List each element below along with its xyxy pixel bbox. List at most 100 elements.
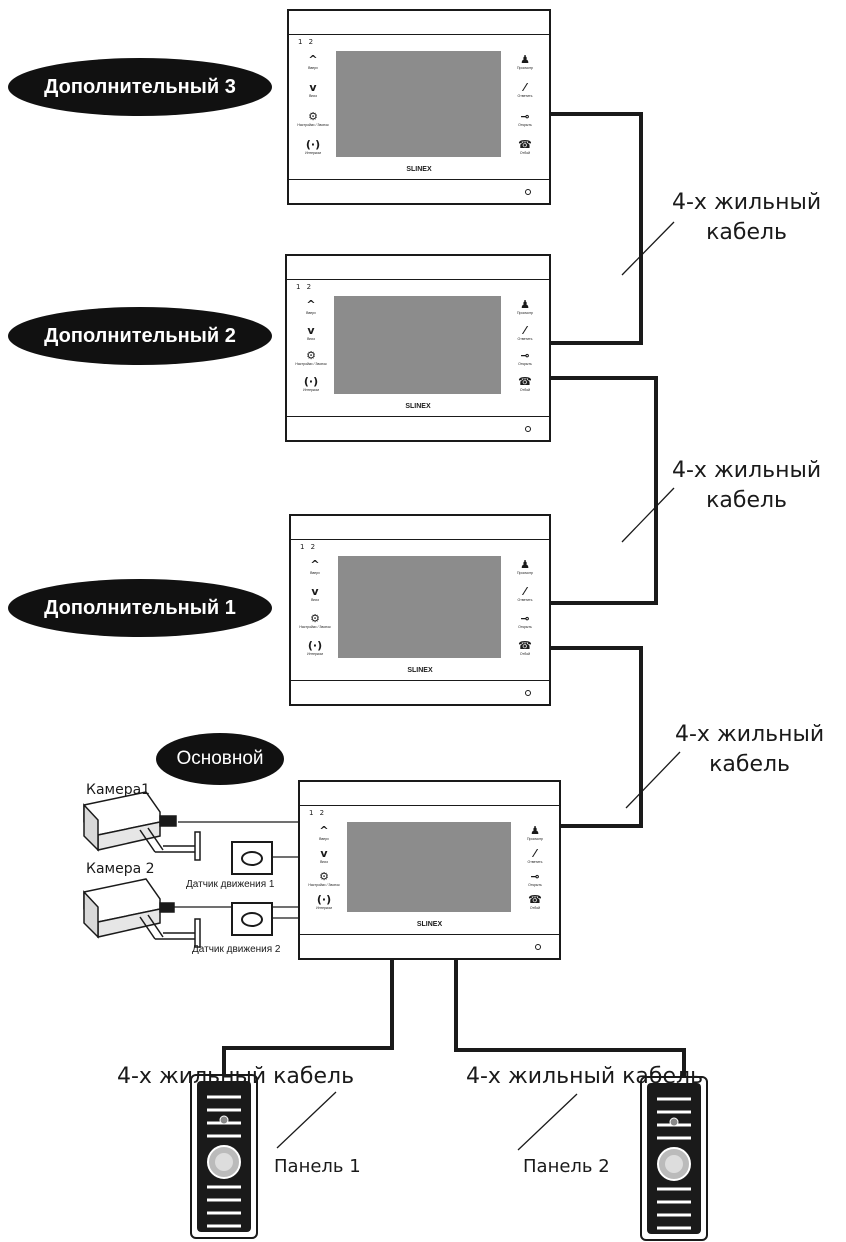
cable-pointer-2 <box>621 487 675 543</box>
answer-button[interactable]: ⁄Ответить <box>527 847 543 864</box>
badge-additional-3: Дополнительный 3 <box>8 58 272 116</box>
cable-label-line1: 4-х жильный <box>675 722 825 747</box>
person-icon: ♟ <box>520 298 530 311</box>
view-button[interactable]: ♟Просмотр <box>517 53 533 70</box>
intercom-button[interactable]: (·)Интерком <box>305 137 321 155</box>
brand-logo: SLINEX <box>407 667 433 674</box>
settings-button[interactable]: ⚙Настройки / Звонок <box>299 612 331 629</box>
panel-1-label: Панель 1 <box>274 1156 361 1177</box>
led-icon <box>525 426 531 432</box>
intercom-icon: (·) <box>307 639 323 652</box>
camera-2-label: Камера 2 <box>86 861 155 877</box>
unlock-button[interactable]: ⊸Открыть <box>518 109 532 127</box>
door-panel-2-icon <box>640 1076 708 1241</box>
brand-logo: SLINEX <box>416 921 443 928</box>
chevron-down-icon: v <box>309 81 317 95</box>
badge-additional-1: Дополнительный 1 <box>8 579 272 637</box>
brand-logo: SLINEX <box>405 403 431 410</box>
intercom-button[interactable]: (·)Интерком <box>307 639 323 656</box>
phone-icon: ☎ <box>518 639 532 652</box>
cable-label-2: 4-х жильный кабель <box>672 456 821 516</box>
wire-add1-main <box>551 646 643 828</box>
up-button[interactable]: ^Вверх <box>306 298 316 315</box>
key-icon: ⊸ <box>520 612 530 625</box>
intercom-icon: (·) <box>316 893 332 906</box>
cable-pointer-5 <box>517 1093 578 1151</box>
settings-button[interactable]: ⚙Настройки / Звонок <box>297 109 329 127</box>
door-panel-1-icon <box>190 1074 258 1239</box>
chevron-down-icon: v <box>320 847 328 860</box>
badge-main: Основной <box>156 733 284 785</box>
settings-button[interactable]: ⚙Настройки / Звонок <box>295 349 327 367</box>
phone-icon: ☎ <box>528 893 542 906</box>
chevron-up-icon: ^ <box>310 558 320 571</box>
status-indicator: 1 2 <box>300 543 318 551</box>
view-button[interactable]: ♟Просмотр <box>517 298 533 315</box>
answer-button[interactable]: ⁄Ответить <box>517 585 533 602</box>
intercom-button[interactable]: (·)Интерком <box>316 893 332 910</box>
unlock-button[interactable]: ⊸Открыть <box>518 349 532 367</box>
status-indicator: 1 2 <box>309 809 327 817</box>
handset-icon: ⁄ <box>534 847 536 860</box>
phone-icon: ☎ <box>518 137 532 151</box>
cable-pointer-3 <box>625 751 681 809</box>
handset-icon: ⁄ <box>524 585 526 598</box>
gear-icon: ⚙ <box>308 109 318 123</box>
gear-icon: ⚙ <box>310 612 320 625</box>
wire-add3-add2 <box>551 112 643 345</box>
led-icon <box>535 944 541 950</box>
cable-label-3: 4-х жильный кабель <box>675 720 824 780</box>
motion-sensor-1-label: Датчик движения 1 <box>186 879 275 890</box>
unlock-button[interactable]: ⊸Открыть <box>528 870 542 887</box>
monitor-screen <box>334 296 501 394</box>
motion-sensor-2-label: Датчик движения 2 <box>192 944 281 955</box>
panel-2-label: Панель 2 <box>523 1156 610 1177</box>
cable-label-line2: кабель <box>706 220 788 245</box>
view-button[interactable]: ♟Просмотр <box>517 558 533 575</box>
key-icon: ⊸ <box>520 349 530 363</box>
monitor-screen <box>338 556 501 658</box>
person-icon: ♟ <box>520 558 530 571</box>
phone-icon: ☎ <box>518 374 532 388</box>
wire-add2-add1 <box>551 376 658 605</box>
up-button[interactable]: ^Вверх <box>310 558 320 575</box>
status-indicator: 1 2 <box>298 38 316 46</box>
key-icon: ⊸ <box>530 870 540 883</box>
hangup-button[interactable]: ☎Отбой <box>518 639 532 656</box>
answer-button[interactable]: ⁄Ответить <box>517 81 533 99</box>
cable-label-line2: кабель <box>709 752 791 777</box>
chevron-up-icon: ^ <box>306 298 316 311</box>
up-button[interactable]: ^Вверх <box>308 53 318 70</box>
chevron-up-icon: ^ <box>319 824 329 837</box>
cable-pointer-4 <box>276 1091 337 1149</box>
intercom-button[interactable]: (·)Интерком <box>303 374 319 392</box>
cable-label-line1: 4-х жильный <box>672 190 822 215</box>
view-button[interactable]: ♟Просмотр <box>527 824 543 841</box>
up-button[interactable]: ^Вверх <box>319 824 329 841</box>
gear-icon: ⚙ <box>306 349 316 363</box>
person-icon: ♟ <box>520 53 530 66</box>
answer-button[interactable]: ⁄Ответить <box>517 323 533 341</box>
unlock-button[interactable]: ⊸Открыть <box>518 612 532 629</box>
hangup-button[interactable]: ☎Отбой <box>518 137 532 155</box>
hangup-button[interactable]: ☎Отбой <box>528 893 542 910</box>
hangup-button[interactable]: ☎Отбой <box>518 374 532 392</box>
settings-button[interactable]: ⚙Настройки / Звонок <box>308 870 340 887</box>
cable-label-line1: 4-х жильный <box>672 458 822 483</box>
cable-pointer-1 <box>621 221 675 276</box>
camera-1-label: Камера1 <box>86 782 151 798</box>
cable-label-1: 4-х жильный кабель <box>672 188 821 248</box>
camera-2-icon <box>83 878 201 948</box>
cable-label-panel-1: 4-х жильный кабель <box>117 1064 355 1089</box>
led-icon <box>525 189 531 195</box>
chevron-down-icon: v <box>307 323 315 337</box>
